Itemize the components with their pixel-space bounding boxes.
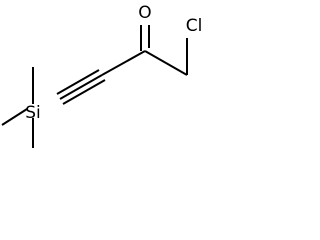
triple-bond-line-3 bbox=[62, 79, 106, 105]
triple-bond-line-2 bbox=[56, 69, 100, 95]
structure-diagram: O Cl Si bbox=[1, 3, 203, 148]
oxygen-atom-label: O bbox=[138, 3, 151, 23]
bonds bbox=[1, 25, 188, 148]
silicon-atom-label: Si bbox=[25, 103, 41, 123]
triple-bond-line-1 bbox=[59, 74, 103, 100]
ketone-ch2-bond bbox=[144, 50, 188, 76]
si-methyl-left-bond bbox=[1, 108, 28, 126]
chlorine-atom-label: Cl bbox=[186, 16, 203, 36]
ketone-alkyne-bond bbox=[101, 50, 146, 76]
